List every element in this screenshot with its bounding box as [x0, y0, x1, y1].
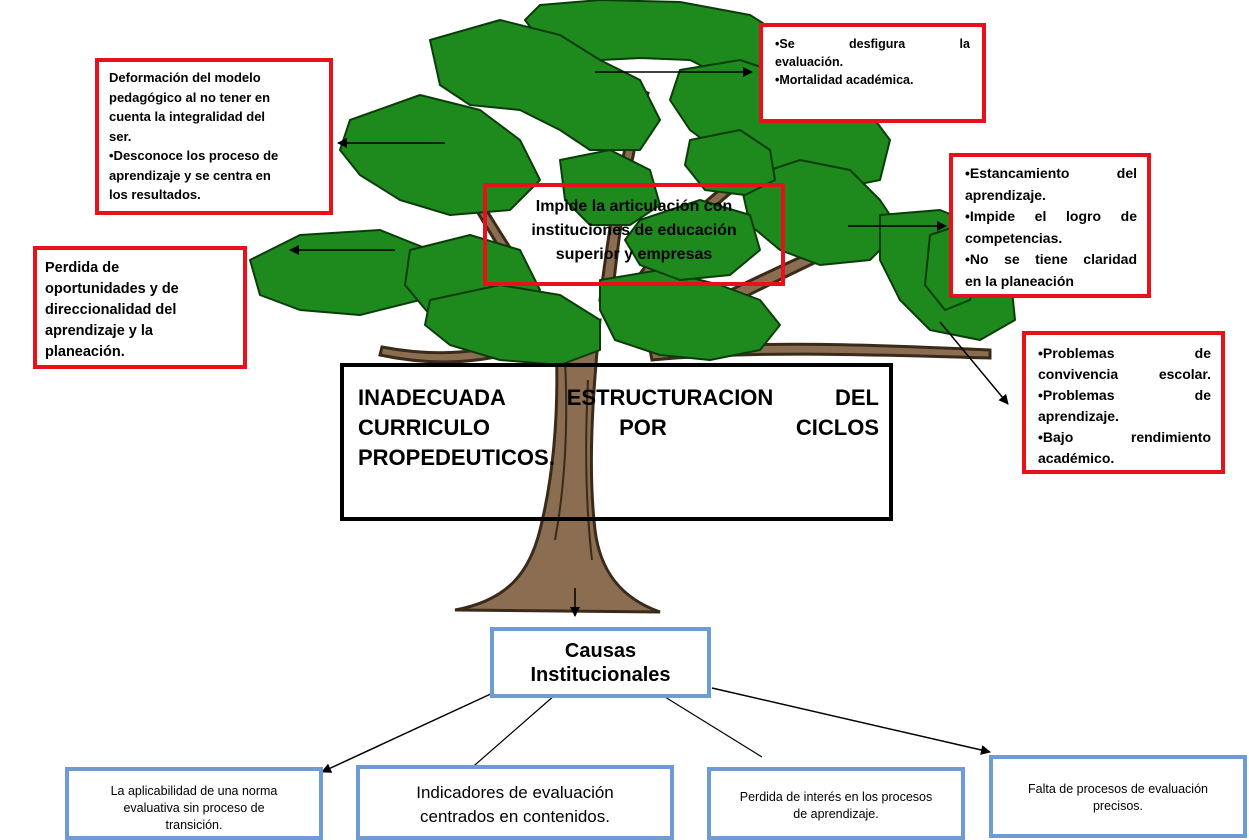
- effect-line: instituciones de educación: [531, 222, 737, 239]
- effect-line: Perdida de: [45, 260, 120, 276]
- effect-line: ser.: [109, 128, 132, 144]
- effect-line: cuenta la integralidad del: [109, 109, 266, 124]
- problem-title-line: PROPEDEUTICOS.: [358, 445, 555, 470]
- effect-line: aprendizaje y se centra en: [109, 167, 271, 183]
- problem-title-line: INADECUADA ESTRUCTURACION DEL: [358, 385, 879, 410]
- effect-line: aprendizaje y la: [45, 323, 153, 339]
- effect-line: •Estancamiento del: [965, 165, 1137, 181]
- cause-line: de aprendizaje.: [793, 807, 879, 821]
- effect-center-box: Impide la articulación con instituciones…: [483, 183, 785, 286]
- root-cause-line: Institucionales: [530, 664, 671, 686]
- arrow-icon: [711, 687, 991, 755]
- tree-trunk: [454, 318, 661, 614]
- effect-line: •Problemas de: [1038, 345, 1211, 361]
- effect-right-box: •Estancamiento del aprendizaje. •Impide …: [949, 153, 1151, 298]
- cause-line: Indicadores de evaluación: [416, 783, 614, 802]
- connector-line: [664, 696, 763, 758]
- effect-line: oportunidades y de: [45, 281, 179, 297]
- effect-top-right-box: •Se desfigura la evaluación. •Mortalidad…: [759, 23, 986, 123]
- effect-line: •Mortalidad académica.: [775, 73, 914, 87]
- effect-line: •Problemas de: [1038, 387, 1211, 403]
- effect-line: evaluación.: [775, 55, 844, 69]
- effect-left-box: Perdida de oportunidades y de direcciona…: [33, 246, 247, 369]
- effect-line: •No se tiene claridad: [965, 251, 1137, 267]
- effect-line: superior y empresas: [555, 246, 713, 263]
- cause-line: transición.: [165, 818, 223, 832]
- arrow-icon: [939, 321, 1009, 405]
- problem-title-line: CURRICULO POR CICLOS: [358, 415, 879, 440]
- central-problem-box: INADECUADA ESTRUCTURACION DEL CURRICULO …: [340, 363, 893, 521]
- effect-line: aprendizaje.: [1038, 408, 1119, 424]
- cause-line: evaluativa sin proceso de: [123, 801, 265, 815]
- effect-line: •Se desfigura la: [775, 37, 970, 51]
- cause-line: Perdida de interés en los procesos: [739, 790, 933, 804]
- effect-line: competencias.: [965, 229, 1063, 246]
- effect-line: direccionalidad del: [45, 302, 177, 318]
- effect-line: convivencia escolar.: [1038, 366, 1211, 382]
- root-cause-line: Causas: [564, 640, 637, 662]
- effect-line: los resultados.: [109, 187, 201, 202]
- effect-line: •Desconoce los proceso de: [109, 148, 279, 163]
- connector-line: [459, 694, 556, 779]
- effect-far-right-box: •Problemas de convivencia escolar. •Prob…: [1022, 331, 1225, 474]
- cause-line: centrados en contenidos.: [420, 807, 610, 826]
- effect-top-left-box: Deformación del modelo pedagógico al no …: [95, 58, 333, 215]
- cause-line: La aplicabilidad de una norma: [110, 784, 278, 798]
- effect-line: •Impide el logro de: [965, 208, 1137, 224]
- root-cause-box: Causas Institucionales: [490, 627, 711, 698]
- cause-box: Perdida de interés en los procesos de ap…: [707, 767, 965, 840]
- cause-line: precisos.: [1092, 799, 1144, 813]
- effect-line: Deformación del modelo: [109, 70, 261, 85]
- cause-box: La aplicabilidad de una norma evaluativa…: [65, 767, 323, 840]
- effect-line: aprendizaje.: [965, 186, 1046, 203]
- arrow-icon: [321, 691, 496, 773]
- cause-line: Falta de procesos de evaluación: [1028, 782, 1208, 796]
- effect-line: en la planeación: [965, 272, 1074, 289]
- effect-line: planeación.: [45, 344, 125, 360]
- cause-box: Falta de procesos de evaluación precisos…: [989, 755, 1247, 838]
- effect-line: •Bajo rendimiento: [1038, 429, 1211, 445]
- cause-box: Indicadores de evaluación centrados en c…: [356, 765, 674, 840]
- effect-line: Impide la articulación con: [535, 198, 733, 215]
- effect-line: pedagógico al no tener en: [109, 89, 271, 105]
- effect-line: académico.: [1038, 450, 1115, 466]
